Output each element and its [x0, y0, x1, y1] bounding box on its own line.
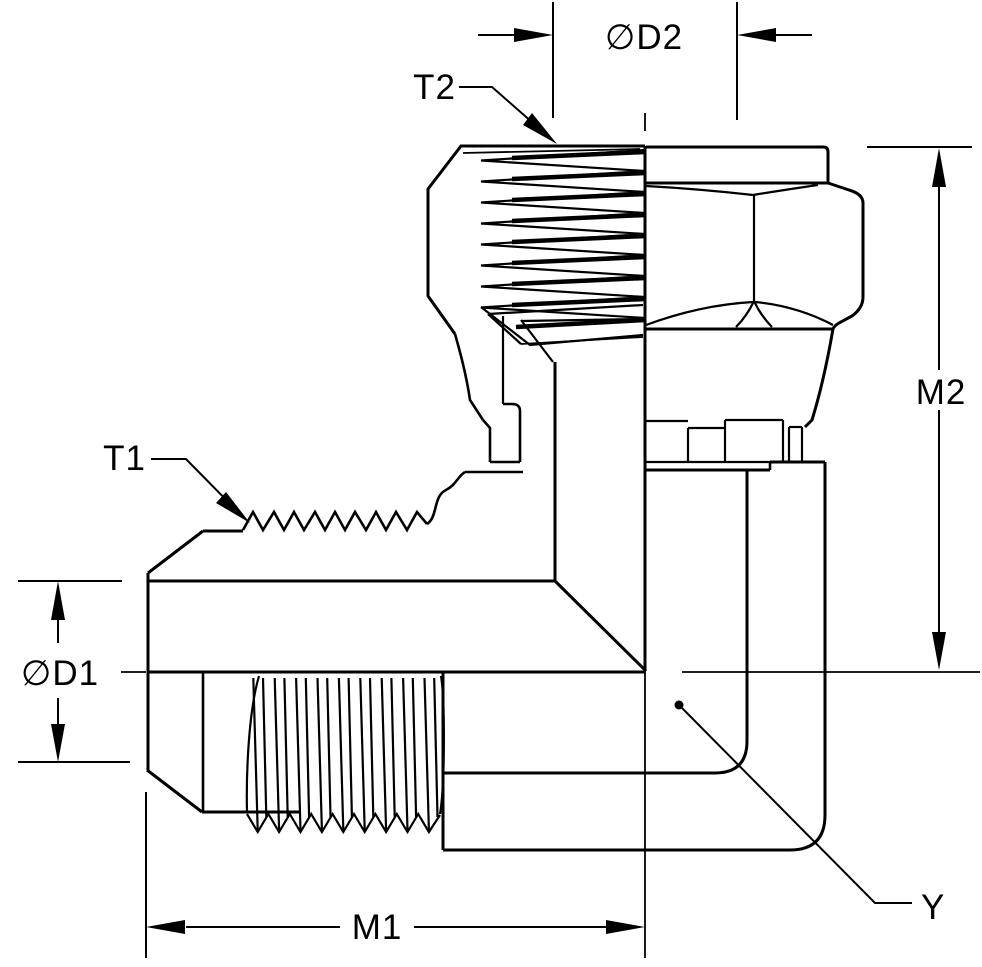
- nut-outline-left: [426, 144, 645, 335]
- male-thread-runout-right: [438, 675, 445, 815]
- t2-arrowhead: [523, 113, 557, 144]
- hex-right-outline: [827, 181, 865, 330]
- nut-thread-start-line: [462, 148, 641, 154]
- male-thread-runin: [245, 675, 261, 814]
- d1-arrowhead-bottom: [51, 724, 65, 762]
- m2-arrowhead-bottom: [932, 632, 946, 670]
- hex-top-arc-left: [645, 184, 754, 197]
- male-thread-profile-zigzag: [241, 509, 428, 533]
- y-reference-dot: [674, 700, 684, 710]
- m1-arrowhead-left: [146, 920, 185, 934]
- flare-cone-tip: [487, 313, 522, 345]
- dim-label-m1: M1: [352, 908, 403, 947]
- nut-top-band: [646, 145, 830, 183]
- leader-t2: T2: [413, 68, 557, 144]
- flare-cone-inner: [520, 336, 644, 345]
- leader-y: Y: [674, 700, 945, 927]
- d2-arrowhead-right: [737, 28, 776, 42]
- hex-corner-flare-right: [753, 300, 773, 328]
- m1-arrowhead-right: [606, 920, 645, 934]
- swivel-nut-section-half: [426, 144, 647, 671]
- thread-runout-scurve: [426, 470, 466, 526]
- body-bottom-face: [443, 814, 827, 852]
- y-leader-line: [681, 707, 912, 904]
- male-thread-flanks: [252, 677, 439, 831]
- body-upper-left-chamfer: [147, 529, 204, 575]
- swivel-nut-hex-half: [645, 145, 865, 464]
- flare-seat-cone-lower: [520, 317, 644, 323]
- t1-arrowhead: [216, 492, 250, 523]
- dim-label-d1: ∅D1: [21, 654, 99, 693]
- hex-top-arc-right: [752, 183, 819, 197]
- internal-thread-root-bars: [511, 149, 646, 330]
- nut-skirt-right: [803, 328, 835, 429]
- flare-seat-cone-upper: [487, 303, 644, 316]
- hex-bottom-arc-right: [754, 300, 834, 326]
- hex-corner-flare-left: [735, 300, 755, 328]
- elbow-body: [146, 460, 827, 852]
- hex-bottom-arc-left: [645, 300, 754, 327]
- feature-label-y: Y: [921, 888, 945, 927]
- dimension-d1: ∅D1: [18, 580, 130, 763]
- m2-arrowhead-top: [932, 148, 946, 187]
- nut-foot-left-edge: [482, 419, 492, 462]
- centerlines: [121, 113, 980, 958]
- leader-t1: T1: [103, 439, 250, 523]
- dimension-m1: M1: [145, 792, 645, 958]
- nut-foot-right-edge: [503, 402, 522, 462]
- nut-collar: [646, 418, 804, 464]
- dimension-d2: ∅D2: [478, 2, 812, 120]
- dim-label-d2: ∅D2: [605, 18, 683, 57]
- elbow-inner-bevel: [553, 579, 648, 673]
- male-thread-elevation: [245, 675, 445, 835]
- body-lower-left-chamfer: [146, 768, 203, 814]
- d1-arrowhead-top: [51, 581, 65, 620]
- thread-label-t1: T1: [103, 439, 146, 478]
- stem-chamfer: [520, 319, 554, 363]
- dimension-m2: M2: [867, 146, 972, 670]
- dim-label-m2: M2: [916, 373, 967, 412]
- male-thread-crest-sawtooth: [246, 811, 441, 835]
- nut-skirt-left: [453, 333, 485, 421]
- thread-label-t2: T2: [413, 68, 456, 107]
- d2-arrowhead-left: [514, 28, 553, 42]
